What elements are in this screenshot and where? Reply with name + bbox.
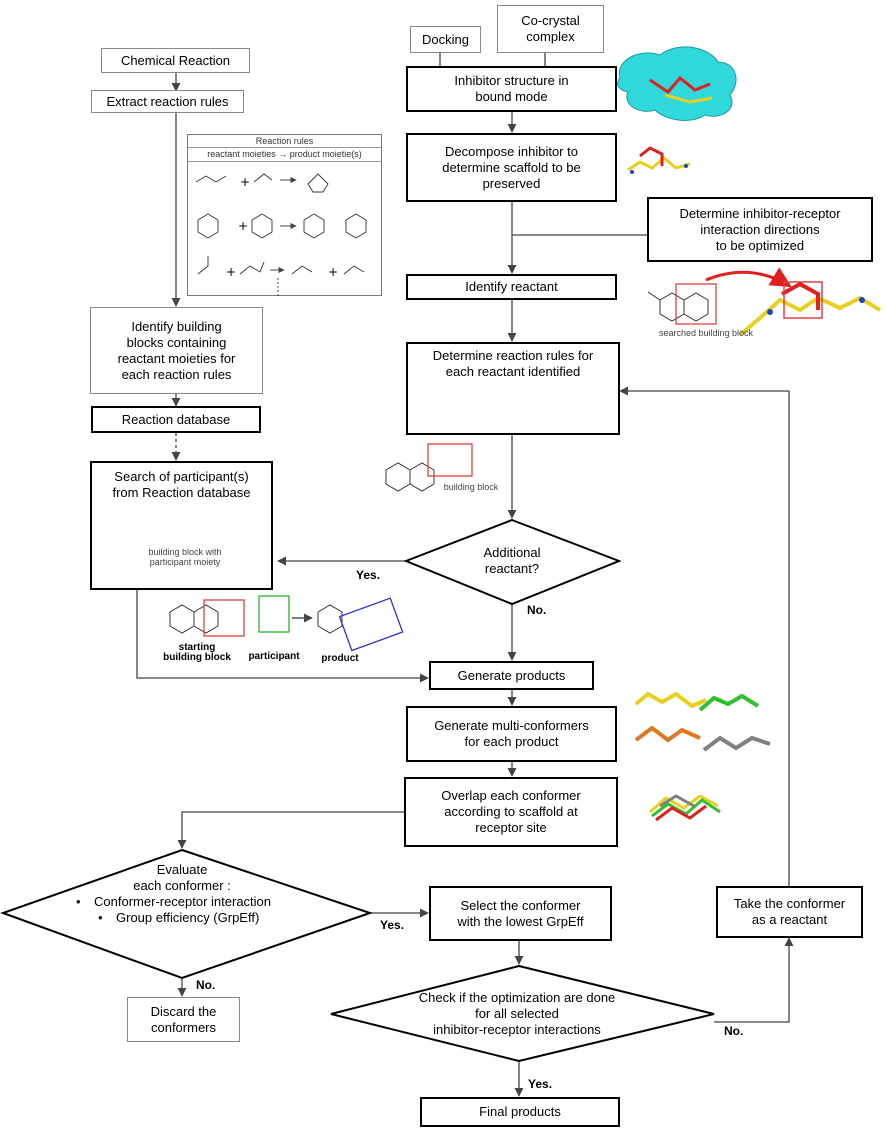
starting-building-block-caption: starting building block <box>163 642 231 663</box>
svg-text:+: + <box>240 175 250 189</box>
svg-text:+: + <box>328 265 338 279</box>
final-products-box: Final products <box>420 1097 620 1127</box>
svg-text:+: + <box>238 219 248 233</box>
generate-multi-conformers-box: Generate multi-conformers for each produ… <box>406 706 617 762</box>
evaluate-criterion-grpeff: Group efficiency (GrpEff) <box>98 910 314 926</box>
receptor-ligand-sticks <box>738 281 882 337</box>
reaction-rules-structures: + + + + <box>195 173 367 296</box>
multi-conformer-images <box>634 691 771 752</box>
yes-label-evaluate: Yes. <box>380 918 405 932</box>
decompose-inhibitor-box: Decompose inhibitor to determine scaffol… <box>406 133 617 202</box>
overlap-conformer-box: Overlap each conformer according to scaf… <box>404 777 618 847</box>
reaction-rules-header: reactant moieties → product moietie(s) <box>188 148 381 162</box>
reaction-rules-panel: Reaction rules reactant moieties → produ… <box>187 134 382 296</box>
determine-interactions-box: Determine inhibitor-receptor interaction… <box>647 197 873 262</box>
determine-reaction-rules-box: Determine reaction rules for each reacta… <box>406 342 620 435</box>
no-label-additional: No. <box>527 603 547 617</box>
evaluate-criterion-interaction: Conformer-receptor interaction <box>76 894 314 910</box>
search-participants-box: Search of participant(s) from Reaction d… <box>90 461 273 590</box>
inhibitor-structure-box: Inhibitor structure in bound mode <box>406 66 617 112</box>
discard-conformers-box: Discard the conformers <box>127 997 240 1042</box>
chemical-reaction-box: Chemical Reaction <box>101 48 250 73</box>
extract-reaction-rules-box: Extract reaction rules <box>91 90 244 113</box>
reaction-database-box: Reaction database <box>91 406 261 433</box>
product-caption: product <box>321 653 359 664</box>
select-conformer-box: Select the conformer with the lowest Grp… <box>429 886 612 941</box>
no-label-evaluate: No. <box>196 978 216 992</box>
evaluate-conformer-text: Evaluate each conformer : Conformer-rece… <box>50 862 314 926</box>
no-label-check: No. <box>724 1024 744 1038</box>
highlight-arrow <box>705 267 792 288</box>
svg-text:+: + <box>226 265 236 279</box>
inhibitor-scaffold-image <box>627 146 691 174</box>
yes-label-additional: Yes. <box>356 568 381 582</box>
reaction-rules-title: Reaction rules <box>188 135 381 148</box>
check-optimization-text: Check if the optimization are done for a… <box>418 990 616 1037</box>
overlap-conformer-images <box>649 794 721 822</box>
searched-building-block-caption: searched building block <box>658 328 754 338</box>
product-reaction-sketch <box>169 595 404 652</box>
yes-label-check: Yes. <box>528 1077 553 1091</box>
additional-reactant-diamond <box>403 518 622 606</box>
participant-moiety-caption: building block with participant moiety <box>148 547 222 567</box>
receptor-surface-image <box>617 46 737 121</box>
docking-box: Docking <box>410 26 481 53</box>
evaluate-criteria-list: Conformer-receptor interaction Group eff… <box>76 894 314 926</box>
generate-products-box: Generate products <box>429 661 594 690</box>
check-optimization-diamond <box>330 964 715 1063</box>
building-block-sketch <box>385 443 473 492</box>
building-block-caption: building block <box>443 482 499 492</box>
evaluate-title: Evaluate each conformer : <box>133 862 231 893</box>
identify-building-blocks-box: Identify building blocks containing reac… <box>90 307 263 394</box>
take-conformer-box: Take the conformer as a reactant <box>716 886 863 938</box>
additional-reactant-text: Additional reactant? <box>483 545 541 576</box>
identify-reactant-box: Identify reactant <box>406 274 617 300</box>
participant-caption: participant <box>248 651 300 662</box>
searched-building-block-sketch <box>647 283 717 325</box>
co-crystal-complex-box: Co-crystal complex <box>497 5 604 53</box>
